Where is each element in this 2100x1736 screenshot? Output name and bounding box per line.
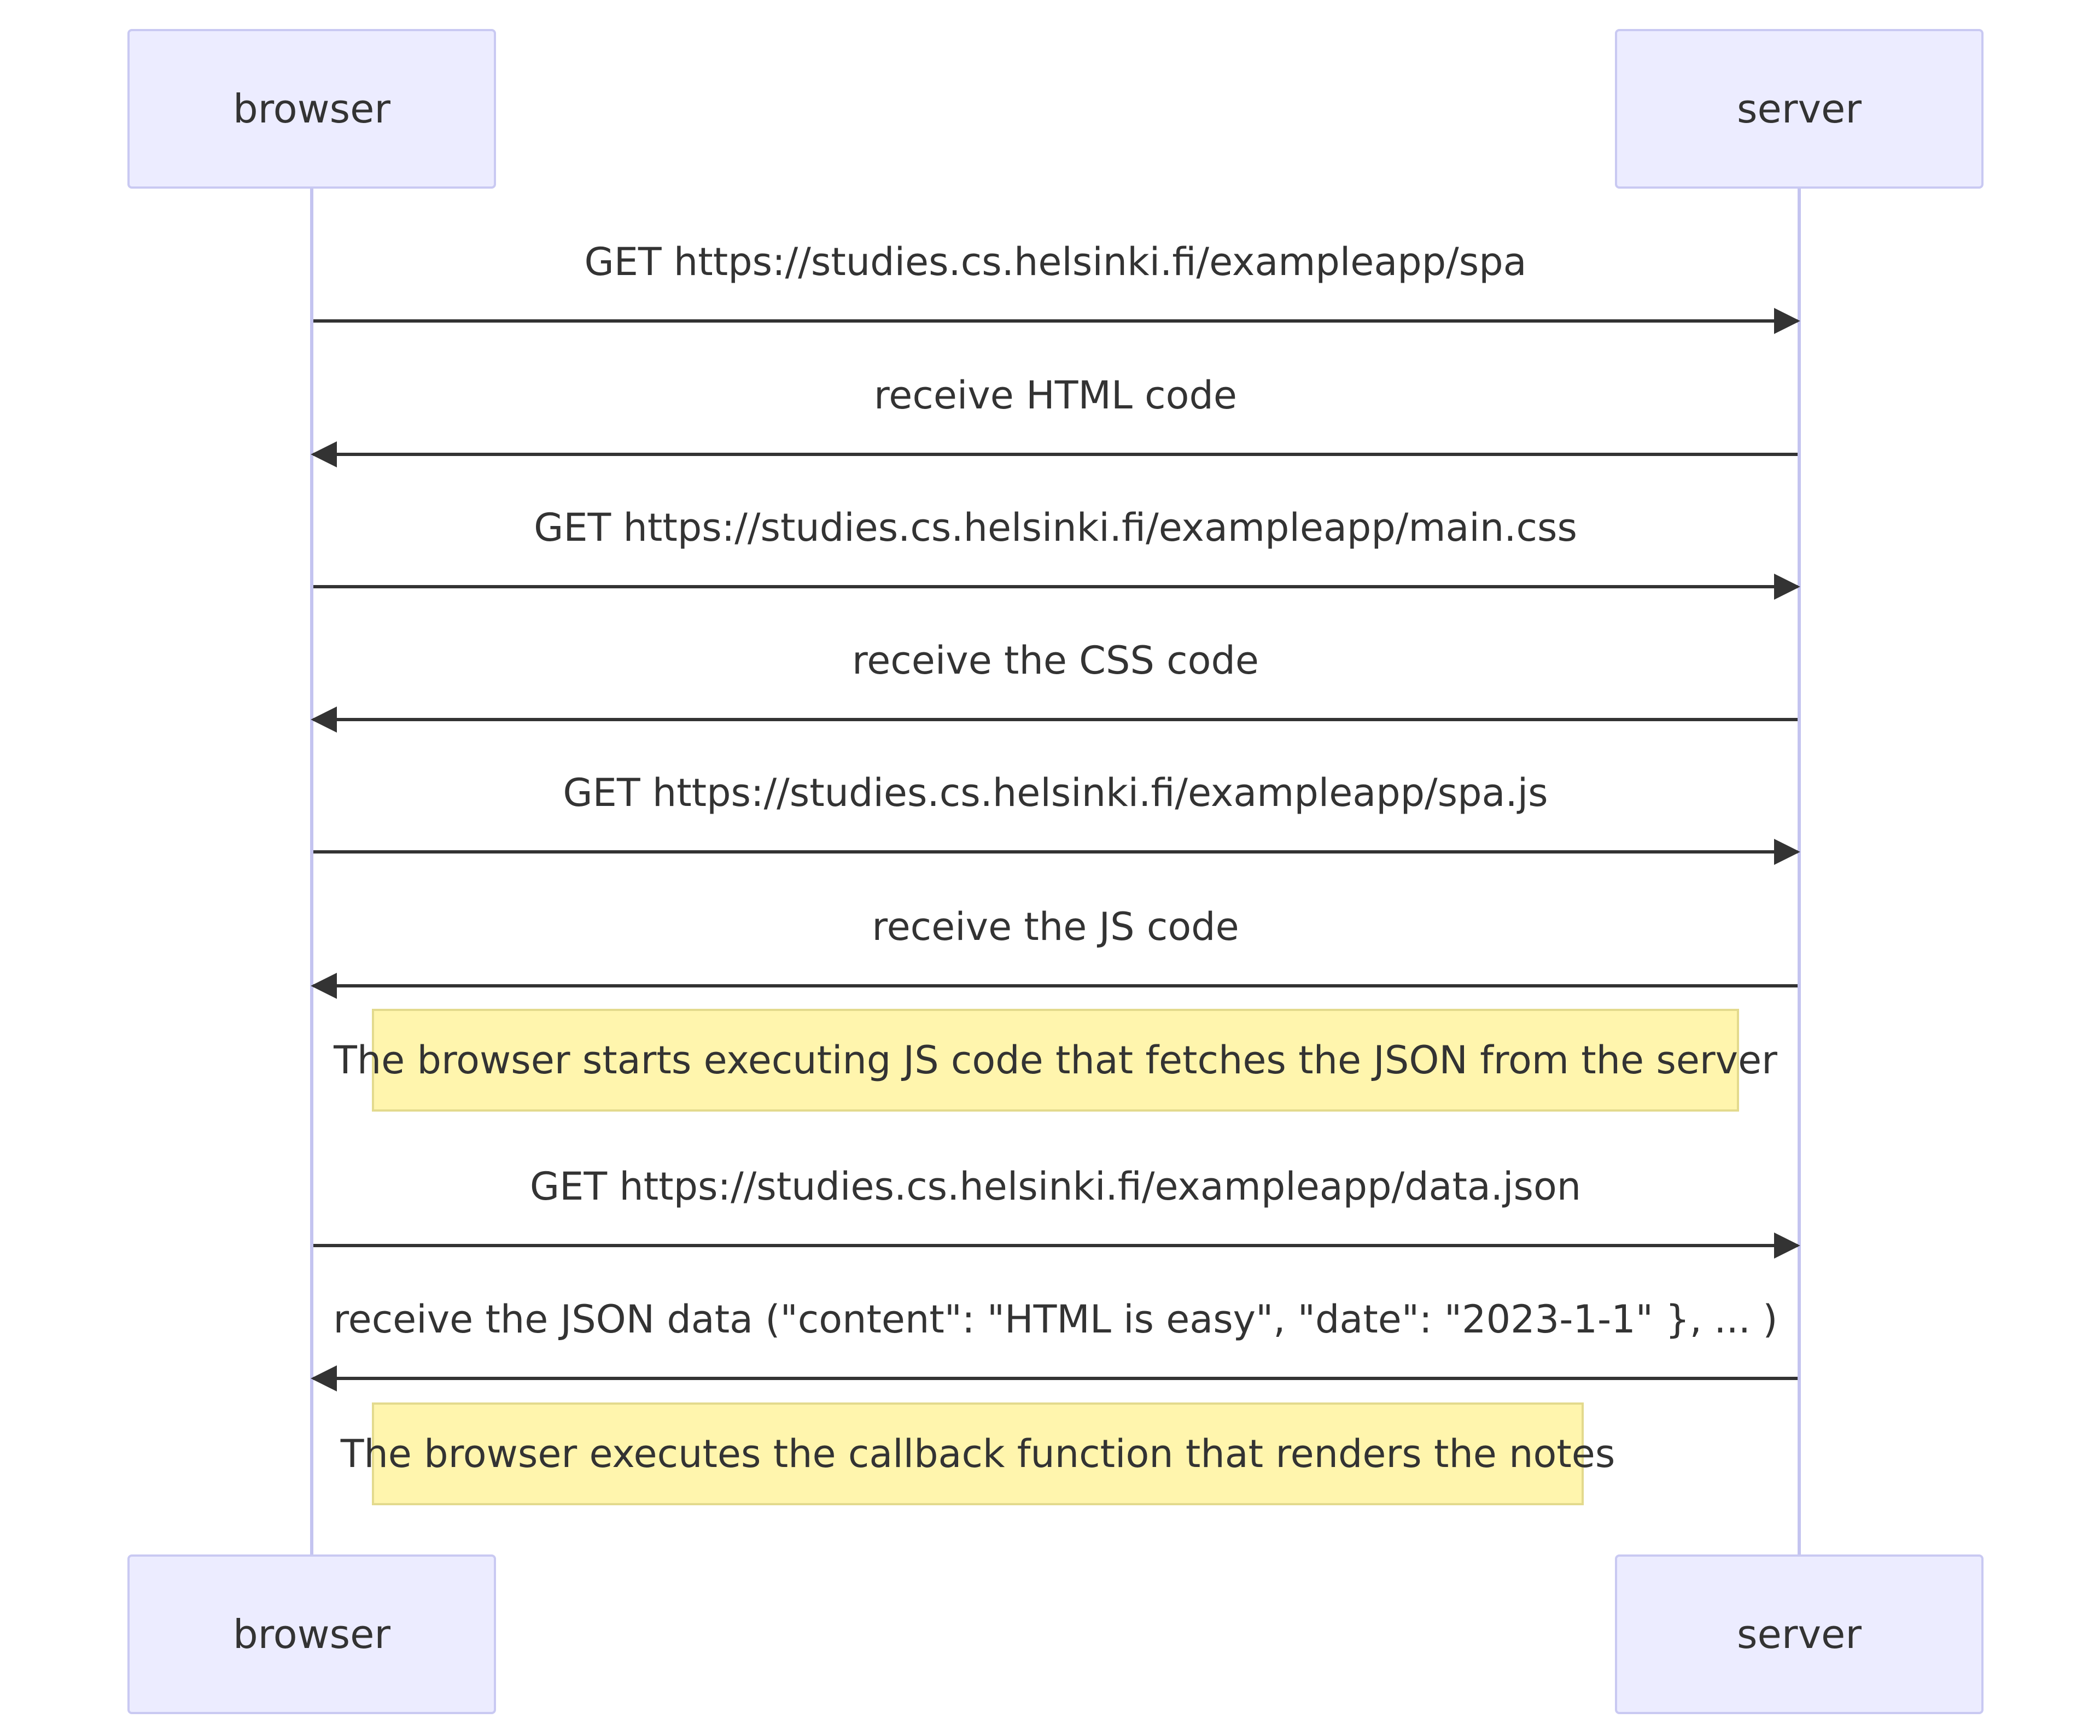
message-label: receive the CSS code xyxy=(852,638,1259,683)
message-label: GET https://studies.cs.helsinki.fi/examp… xyxy=(584,239,1527,284)
message-label: receive HTML code xyxy=(874,373,1237,418)
note-callback: The browser executes the callback functi… xyxy=(341,1402,1615,1505)
note-text: The browser starts executing JS code tha… xyxy=(334,1038,1777,1083)
actor-browser-bottom: browser xyxy=(127,1554,496,1714)
message-label: GET https://studies.cs.helsinki.fi/examp… xyxy=(529,1164,1582,1209)
actor-label: server xyxy=(1737,86,1862,132)
actor-server-bottom: server xyxy=(1615,1554,1984,1714)
actor-label: browser xyxy=(232,1611,391,1657)
note-text: The browser executes the callback functi… xyxy=(340,1431,1615,1476)
message-label: receive the JS code xyxy=(872,904,1239,949)
message-label: GET https://studies.cs.helsinki.fi/examp… xyxy=(563,770,1548,815)
actor-label: server xyxy=(1737,1611,1862,1657)
actor-server-top: server xyxy=(1615,29,1984,189)
message-label: GET https://studies.cs.helsinki.fi/examp… xyxy=(534,505,1577,550)
actor-browser-top: browser xyxy=(127,29,496,189)
note-js-execution: The browser starts executing JS code tha… xyxy=(334,1009,1777,1112)
actor-label: browser xyxy=(232,86,391,132)
message-label: receive the JSON data ("content": "HTML … xyxy=(333,1297,1778,1342)
